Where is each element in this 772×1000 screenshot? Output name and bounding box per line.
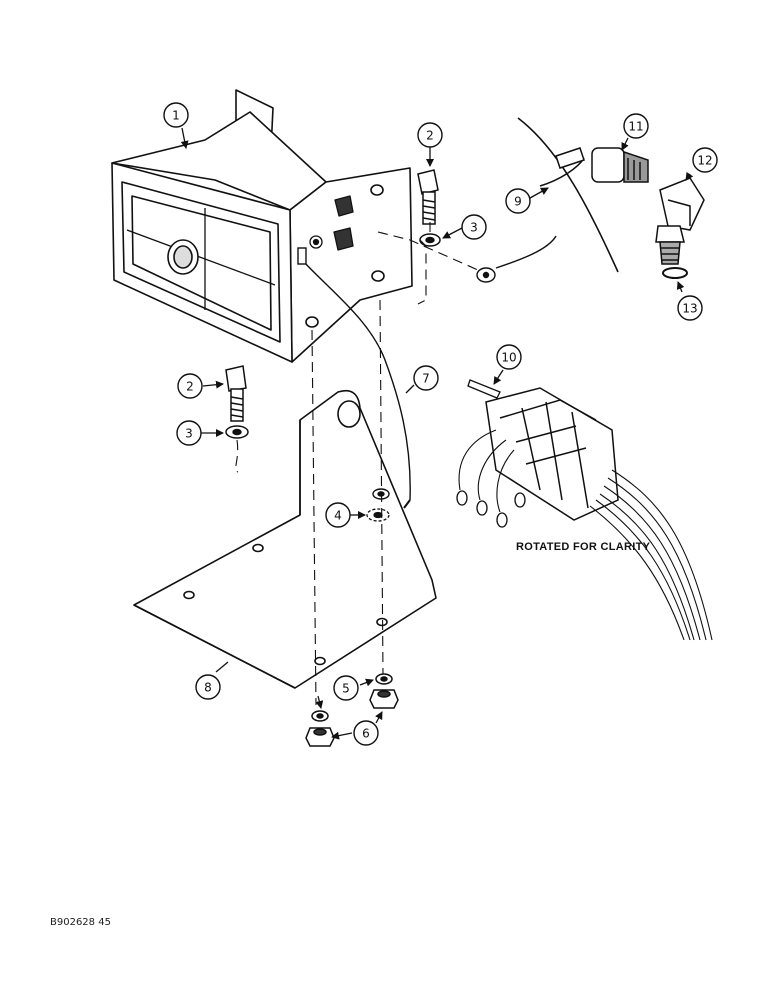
washer-left [225,425,249,439]
screw-left [225,365,247,422]
ground-lead [476,235,557,283]
alignment-lines [235,220,479,706]
callout-labels: 1 2 3 2 3 4 5 6 7 8 9 10 11 12 13 [172,109,712,741]
elbow-fitting [655,177,705,265]
washer-top [419,233,441,247]
pressure-switch [555,147,649,183]
callout-3-top: 3 [470,221,478,235]
rotated-note: ROTATED FOR CLARITY [516,541,651,553]
figure-id: B902628 45 [50,917,111,928]
callout-leaders [180,127,694,740]
inset-border [517,117,619,273]
callout-5: 5 [342,682,350,696]
callout-8: 8 [204,681,212,695]
callout-2-top: 2 [426,129,434,143]
o-ring [662,267,688,279]
callout-9: 9 [514,195,522,209]
harness-terminals [456,490,526,528]
callout-13: 13 [682,302,697,316]
mounting-plate [133,389,437,689]
callout-4: 4 [334,509,342,523]
backup-alarm [111,89,413,363]
callout-1: 1 [172,109,180,123]
lower-washers [311,673,393,722]
lower-nuts [305,689,399,747]
ground-wire [297,247,411,509]
screw-top [417,169,439,225]
harness-wires [458,429,713,641]
callout-11: 11 [628,120,643,134]
callout-10: 10 [501,351,516,365]
connector-pin [467,379,501,399]
callout-bubbles [163,102,718,746]
callout-12: 12 [697,154,712,168]
harness-connector [485,387,619,521]
lock-washer [366,508,390,522]
callout-3-left: 3 [185,427,193,441]
callout-6: 6 [362,727,370,741]
callout-7: 7 [422,372,430,386]
callout-2-left: 2 [186,380,194,394]
